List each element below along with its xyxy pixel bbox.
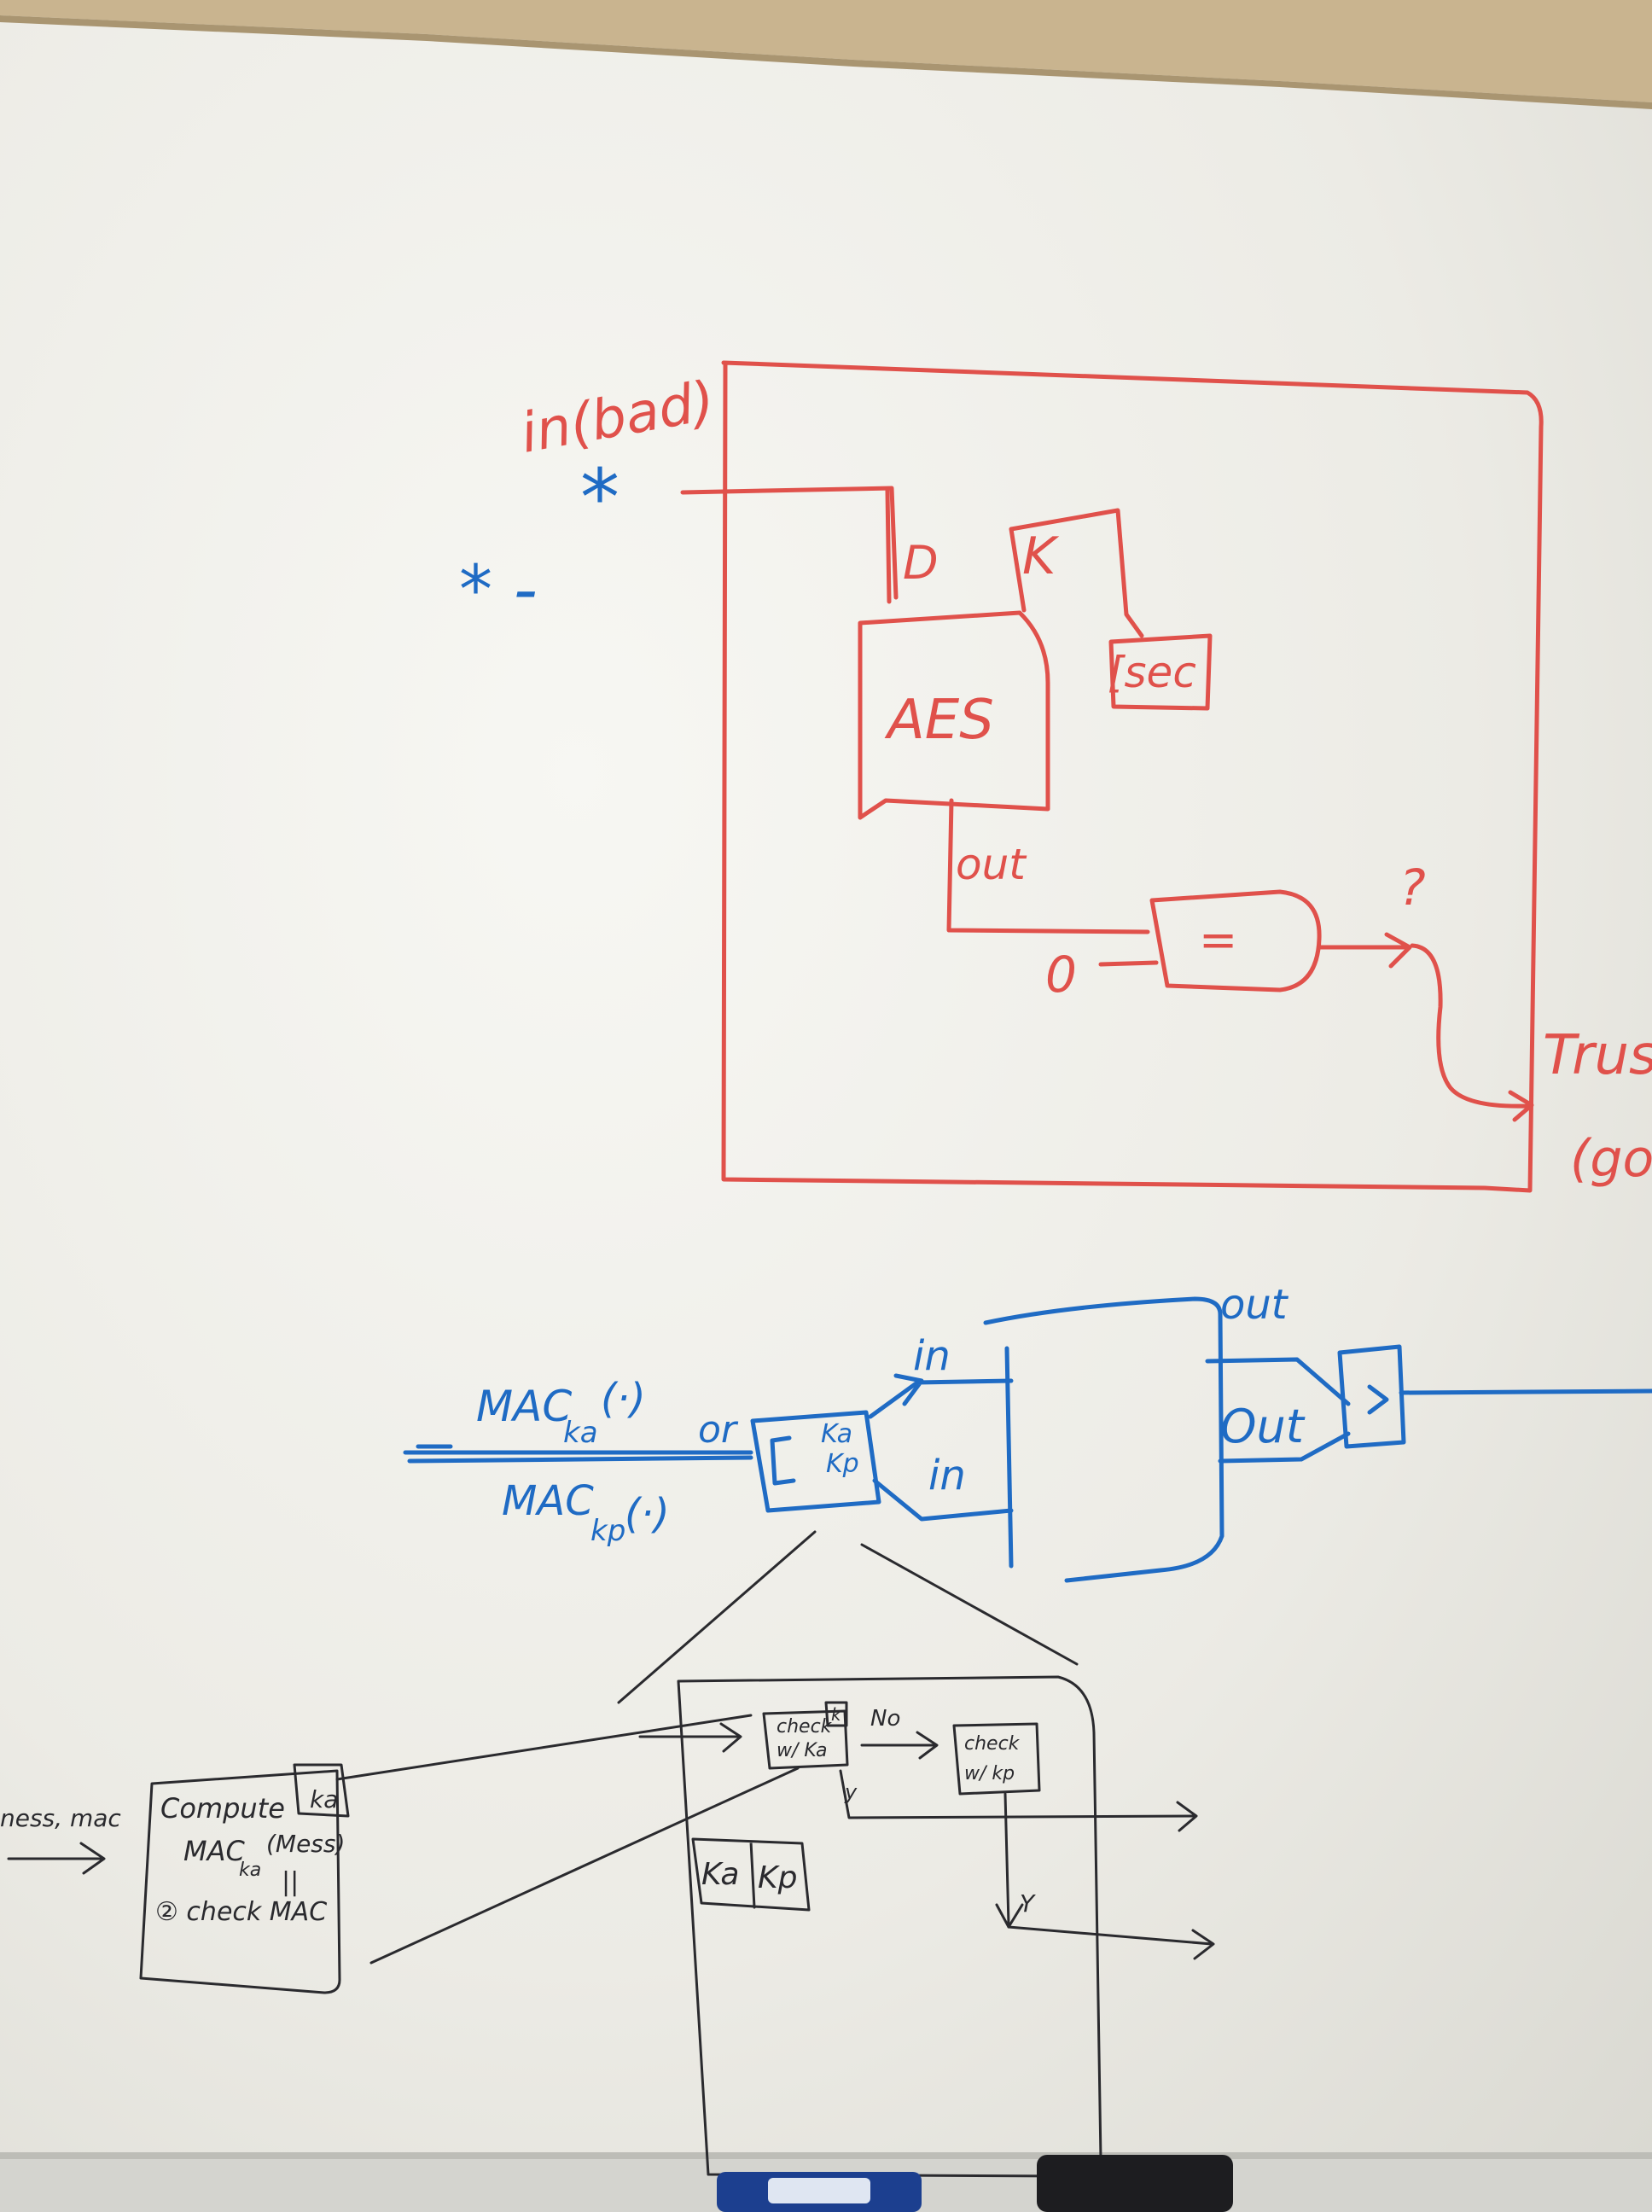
black-check-kp-box: [952, 1722, 1041, 1796]
blue-out-top: out: [1220, 1281, 1289, 1329]
black-input-arrow: [7, 1842, 106, 1875]
black-box-key: ka: [310, 1785, 338, 1813]
black-step2: ② check MAC: [155, 1897, 327, 1927]
blue-top-out-wire: [1205, 1357, 1351, 1406]
red-aes-label: AES: [884, 689, 994, 752]
black-check-ka-line1: check: [777, 1716, 833, 1738]
blue-key-kp: Kp: [826, 1449, 859, 1479]
blue-mac-kp-arg: (·): [625, 1490, 670, 1538]
red-result-arrow: [1317, 932, 1412, 969]
black-left-box: [139, 1769, 341, 1994]
red-trust-sub-label: (go: [1570, 1129, 1652, 1189]
black-keys-ka: Ka: [701, 1857, 739, 1892]
black-no-label: No: [870, 1706, 900, 1732]
blue-final-wire: [1399, 1388, 1652, 1395]
blue-bottom-out-wire: [1218, 1431, 1351, 1464]
blue-in-bottom: in: [928, 1452, 966, 1499]
black-keys-kp: Kp: [758, 1860, 797, 1895]
black-check-ka-box: [762, 1709, 849, 1770]
blue-or-label: or: [698, 1408, 739, 1452]
red-key-wire-left: [1009, 527, 1027, 613]
blue-out-bottom: Out: [1220, 1400, 1306, 1453]
blue-mac-ka-label: MAC: [476, 1382, 572, 1431]
board-top-frame-edge: [0, 15, 1652, 109]
blue-selector-box: [750, 1410, 881, 1513]
blue-mac-ka-arg: (·): [601, 1375, 646, 1423]
red-compare-label: =: [1199, 913, 1237, 967]
blue-selector-bracket: [770, 1435, 796, 1486]
red-trust-wire: [1410, 943, 1534, 1122]
red-wire-label-d: D: [903, 536, 939, 590]
marker-tray-lip: [0, 2152, 1652, 2159]
black-keys-box: [691, 1837, 811, 1912]
red-input-wire-double: [885, 488, 892, 604]
black-entry-arrow: [638, 1722, 742, 1753]
black-input-label: ness, mac: [0, 1804, 121, 1832]
black-check-kp-line1: check: [964, 1733, 1021, 1755]
red-key-box-label: [sec: [1108, 648, 1196, 697]
blue-final-box: [1337, 1344, 1406, 1449]
black-check-ka-key: [824, 1701, 848, 1727]
black-check-kp-line2: w/ kp: [964, 1763, 1015, 1784]
black-marker: [1037, 2155, 1233, 2212]
black-equal-mark: ||: [282, 1867, 299, 1897]
blue-mac-kp-sub: kp: [590, 1514, 625, 1548]
red-out-label: out: [956, 840, 1027, 889]
red-aes-box: [858, 610, 1050, 820]
black-step1b-sub: ka: [239, 1860, 261, 1881]
red-star-dash: * -: [459, 552, 538, 629]
black-yes-arrow-2: [995, 1792, 1215, 1960]
black-yes-label-2: Y: [1020, 1889, 1036, 1918]
black-yes-arrow-1: [839, 1769, 1198, 1832]
black-link-bottom: [369, 1767, 800, 1965]
black-yes-label-1: y: [844, 1780, 858, 1804]
red-out-wire: [946, 798, 1150, 934]
blue-in-top: in: [913, 1332, 951, 1380]
markers: [717, 2155, 1233, 2212]
red-compare-box: [1149, 889, 1322, 992]
blue-bottom-arrow: [872, 1478, 1014, 1522]
blue-mac-ka-sub: ka: [563, 1416, 598, 1450]
black-diagram: ness, mac ka Compute MAC ka (Mess) || ② …: [0, 1530, 1215, 2178]
red-trust-label: Trus: [1543, 1024, 1652, 1087]
blue-diagram: MAC ka (·) or MAC kp (·) Ka Kp in in out…: [403, 1281, 1652, 1583]
red-key-box: [1108, 633, 1213, 711]
black-step1b-arg: (Mess): [266, 1830, 345, 1858]
red-zero-label: 0: [1045, 946, 1077, 1004]
blue-mux-left: [1004, 1346, 1014, 1569]
black-zoom-left: [617, 1530, 817, 1704]
blue-key-ka: Ka: [821, 1419, 852, 1449]
red-outer-box: [721, 360, 1544, 1193]
red-diagram: in(bad) * * - D K [sec AES out = 0 ? Tru…: [459, 360, 1652, 1193]
black-no-arrow: [860, 1731, 939, 1760]
black-step1: Compute: [160, 1792, 285, 1825]
black-step1b: MAC: [183, 1835, 246, 1867]
black-zoom-right: [860, 1543, 1079, 1666]
black-check-ka-line2: w/ Ka: [777, 1740, 828, 1761]
board-top-frame: [0, 0, 1652, 102]
red-key-wire: [1009, 508, 1144, 638]
blue-input-line: [403, 1444, 753, 1464]
blue-top-arrow: [868, 1373, 1014, 1419]
red-key-label: K: [1022, 527, 1060, 586]
blue-mac-kp-label: MAC: [502, 1477, 594, 1525]
red-input-wire: [680, 486, 899, 600]
black-check-ka-key: k: [831, 1704, 842, 1725]
blue-mux-shape: [983, 1296, 1224, 1583]
red-zero-wire: [1098, 960, 1159, 967]
black-left-key-box: [293, 1763, 350, 1818]
red-star-mark: *: [580, 452, 620, 544]
blue-marker-label: [768, 2178, 870, 2203]
red-question-label: ?: [1399, 859, 1426, 917]
